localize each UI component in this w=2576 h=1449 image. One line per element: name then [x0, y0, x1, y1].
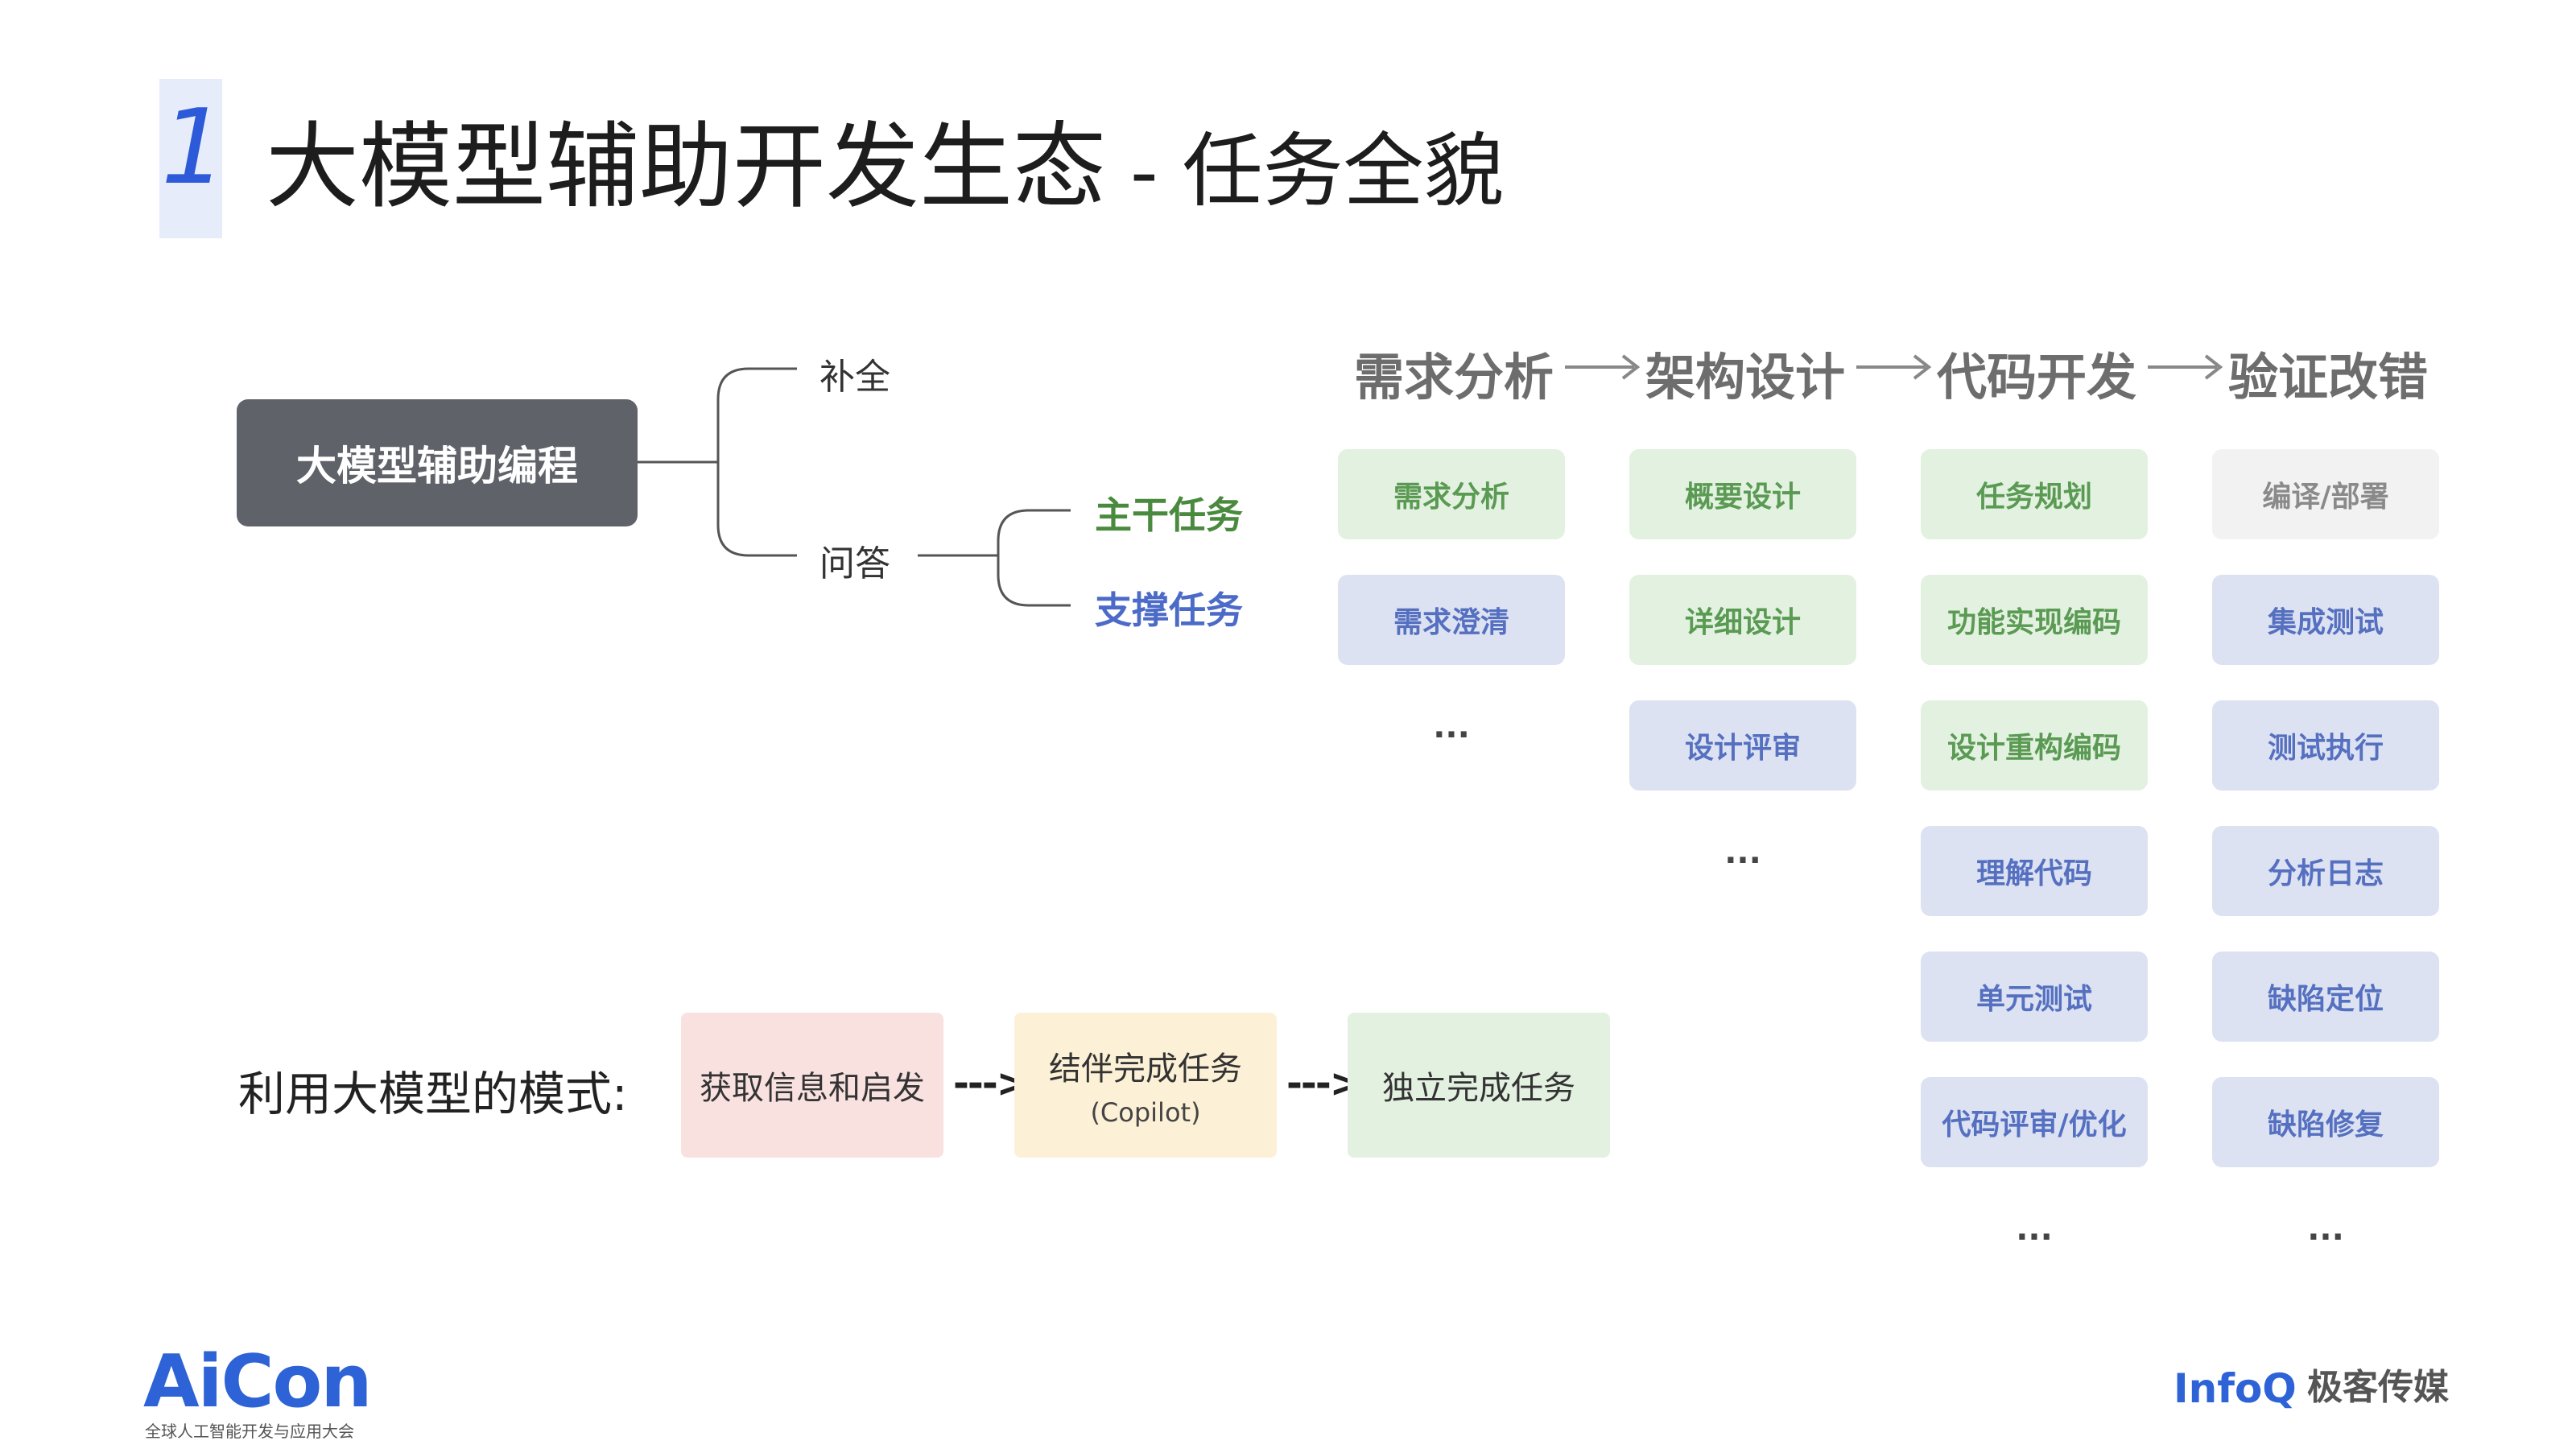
node-main-task: 主干任务: [1095, 493, 1243, 537]
column-1-ellipsis: ...: [1433, 708, 1470, 745]
task-box-unit-test: 单元测试: [1921, 952, 2148, 1042]
task-box-requirements-clarification: 需求澄清: [1338, 575, 1565, 665]
task-box-test-execution: 测试执行: [2212, 700, 2439, 791]
column-3-ellipsis: ...: [2016, 1211, 2053, 1248]
mode-copilot-subtitle: (Copilot): [1090, 1097, 1201, 1128]
task-box-understand-code: 理解代码: [1921, 826, 2148, 916]
task-box-log-analysis: 分析日志: [2212, 826, 2439, 916]
column-4-ellipsis: ...: [2307, 1211, 2344, 1248]
task-box-high-level-design: 概要设计: [1629, 449, 1856, 539]
task-box-build-deploy: 编译/部署: [2212, 449, 2439, 539]
root-node-llm-assisted-programming: 大模型辅助编程: [237, 399, 638, 526]
mode-box-independent: 独立完成任务: [1348, 1013, 1610, 1158]
mode-box-copilot: 结伴完成任务 (Copilot): [1014, 1013, 1277, 1158]
task-box-integration-test: 集成测试: [2212, 575, 2439, 665]
task-box-detailed-design: 详细设计: [1629, 575, 1856, 665]
mode-information-title: 获取信息和启发: [700, 1070, 925, 1107]
task-box-feature-coding: 功能实现编码: [1921, 575, 2148, 665]
mode-copilot-title: 结伴完成任务: [1049, 1051, 1242, 1088]
title-separator: -: [1130, 127, 1158, 217]
title-sub-text: 任务全貌: [1182, 124, 1505, 218]
stage-requirements-analysis: 需求分析: [1354, 348, 1554, 407]
title-number-background: [159, 79, 222, 238]
node-qa: 问答: [819, 543, 890, 584]
node-support-task: 支撑任务: [1095, 588, 1243, 632]
task-box-requirements-analysis: 需求分析: [1338, 449, 1565, 539]
mode-independent-title: 独立完成任务: [1382, 1070, 1575, 1107]
task-box-refactor-coding: 设计重构编码: [1921, 700, 2148, 791]
title-main-text: 大模型辅助开发生态: [266, 113, 1106, 221]
task-box-defect-fix: 缺陷修复: [2212, 1077, 2439, 1167]
mode-box-information: 获取信息和启发: [681, 1013, 943, 1158]
task-box-design-review: 设计评审: [1629, 700, 1856, 791]
task-box-defect-location: 缺陷定位: [2212, 952, 2439, 1042]
column-2-ellipsis: ...: [1724, 834, 1761, 871]
title-number: 1: [161, 88, 227, 208]
stage-architecture-design: 架构设计: [1645, 348, 1846, 407]
stage-code-development: 代码开发: [1937, 348, 2137, 407]
infoq-logo: InfoQ: [2174, 1365, 2297, 1412]
aicon-logo-subtitle: 全球人工智能开发与应用大会: [145, 1422, 354, 1441]
node-completion: 补全: [819, 357, 890, 398]
task-box-code-review: 代码评审/优化: [1921, 1077, 2148, 1167]
geek-media-logo: 极客传媒: [2307, 1367, 2449, 1408]
modes-label: 利用大模型的模式:: [238, 1067, 628, 1121]
task-box-task-planning: 任务规划: [1921, 449, 2148, 539]
aicon-logo: AiCon: [143, 1340, 372, 1424]
page-title: 大模型辅助开发生态-任务全貌: [266, 121, 1505, 214]
stage-verification-fixing: 验证改错: [2228, 348, 2429, 407]
